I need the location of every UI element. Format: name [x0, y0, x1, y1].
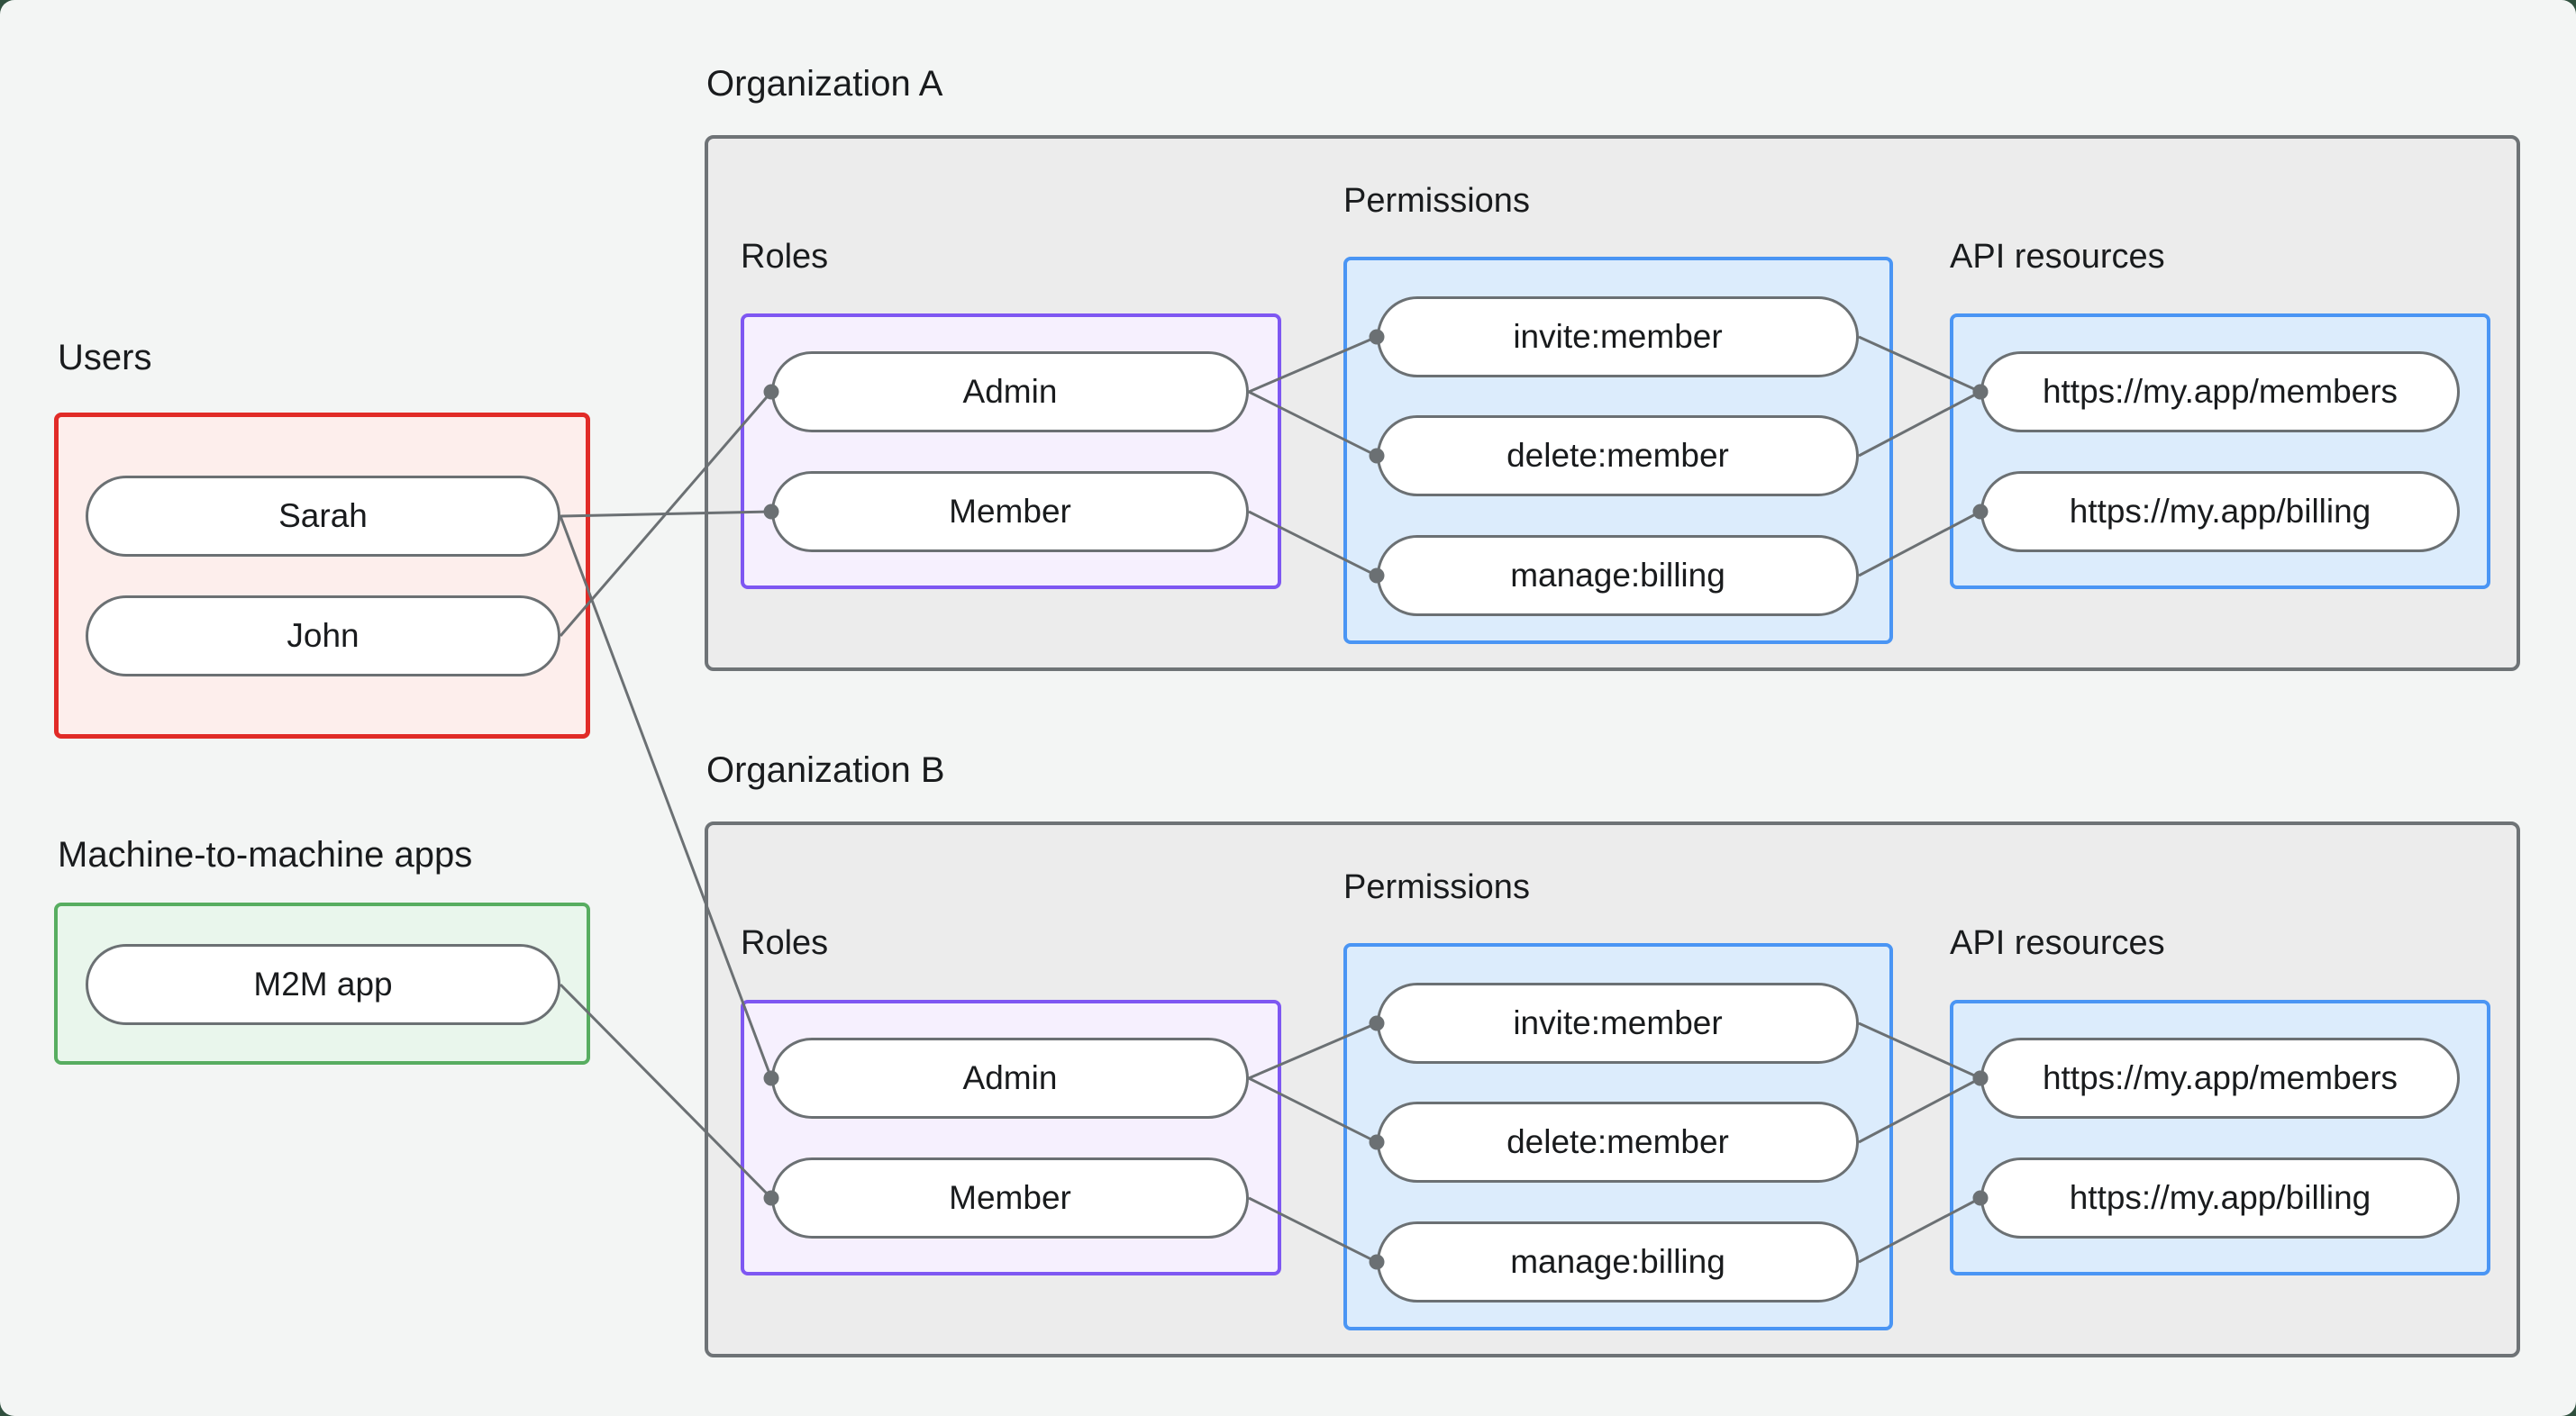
- node-label: https://my.app/members: [2042, 1059, 2399, 1096]
- organization-a-box: Organization A Roles Admin Member Permis…: [705, 64, 2520, 671]
- node-label: manage:billing: [1510, 1243, 1725, 1280]
- node-api-members: https://my.app/members: [1980, 351, 2460, 432]
- node-api-billing: https://my.app/billing: [1980, 471, 2460, 552]
- node-label: Member: [949, 493, 1071, 530]
- users-group-box: [54, 413, 590, 739]
- node-label: Member: [949, 1179, 1071, 1216]
- node-permission-invite-member: invite:member: [1377, 296, 1859, 377]
- roles-label: Roles: [741, 924, 829, 962]
- api-resources-label: API resources: [1950, 924, 2165, 962]
- node-label: https://my.app/members: [2042, 373, 2399, 410]
- node-label: https://my.app/billing: [2069, 1179, 2371, 1216]
- organization-b-title: Organization B: [706, 750, 945, 790]
- node-user-john: John: [86, 595, 560, 676]
- node-label: delete:member: [1506, 437, 1729, 474]
- node-label: invite:member: [1513, 1004, 1723, 1041]
- node-user-sarah: Sarah: [86, 476, 560, 557]
- m2m-section-title: Machine-to-machine apps: [58, 835, 473, 875]
- node-role-member: Member: [771, 471, 1249, 552]
- permissions-label: Permissions: [1343, 868, 1530, 906]
- node-label: invite:member: [1513, 318, 1723, 355]
- node-permission-invite-member: invite:member: [1377, 983, 1859, 1064]
- node-api-billing: https://my.app/billing: [1980, 1157, 2460, 1239]
- node-label: delete:member: [1506, 1123, 1729, 1160]
- node-role-admin: Admin: [771, 351, 1249, 432]
- node-permission-delete-member: delete:member: [1377, 1102, 1859, 1183]
- node-role-member: Member: [771, 1157, 1249, 1239]
- organization-a-title: Organization A: [706, 64, 943, 104]
- node-permission-manage-billing: manage:billing: [1377, 535, 1859, 616]
- node-label: John: [287, 617, 360, 654]
- node-permission-manage-billing: manage:billing: [1377, 1221, 1859, 1303]
- users-section-title: Users: [58, 338, 152, 377]
- api-resources-label: API resources: [1950, 238, 2165, 276]
- node-label: https://my.app/billing: [2069, 493, 2371, 530]
- node-role-admin: Admin: [771, 1038, 1249, 1119]
- node-label: M2M app: [253, 966, 393, 1003]
- node-label: Sarah: [278, 497, 368, 534]
- permissions-label: Permissions: [1343, 182, 1530, 220]
- roles-label: Roles: [741, 238, 829, 276]
- node-api-members: https://my.app/members: [1980, 1038, 2460, 1119]
- node-m2m-app: M2M app: [86, 944, 560, 1025]
- node-permission-delete-member: delete:member: [1377, 415, 1859, 496]
- node-label: Admin: [962, 373, 1058, 410]
- node-label: Admin: [962, 1059, 1058, 1096]
- node-label: manage:billing: [1510, 557, 1725, 594]
- organization-b-box: Organization B Roles Admin Member Permis…: [705, 750, 2520, 1357]
